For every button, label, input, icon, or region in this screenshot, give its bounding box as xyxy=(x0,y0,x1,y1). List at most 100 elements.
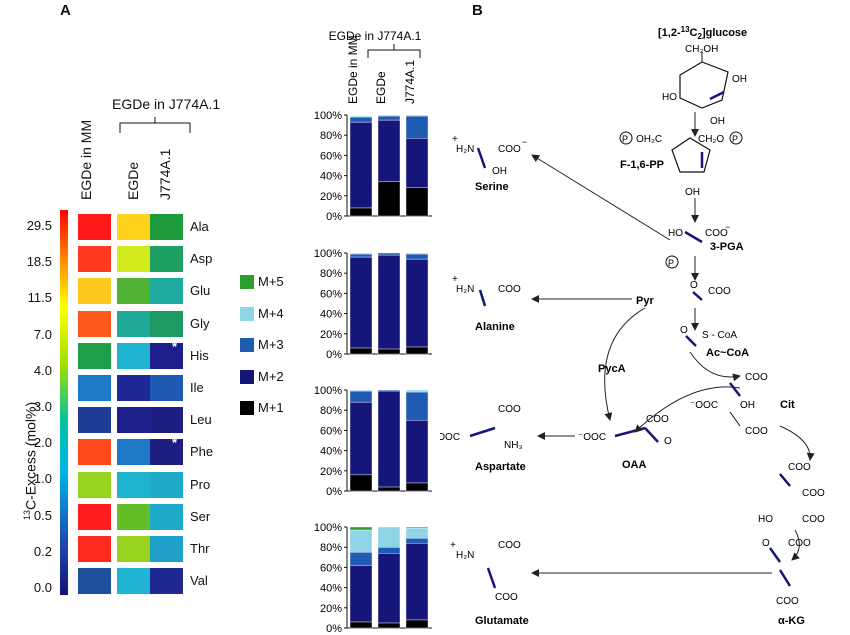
y-tick-label: 0% xyxy=(326,349,342,361)
legend-label: M+3 xyxy=(258,337,284,352)
y-tick-label: 40% xyxy=(320,446,342,458)
acetyl-structure: O S - CoA xyxy=(680,325,737,347)
svg-text:P: P xyxy=(668,258,674,268)
alanine-structure: + H₂N COO xyxy=(452,274,521,307)
aspartate-label: Aspartate xyxy=(475,461,526,473)
heatmap-cell xyxy=(150,439,183,466)
glucose-label: [1,2-13C2]glucose xyxy=(658,25,747,41)
heatmap-cell xyxy=(117,407,150,434)
bar-segment xyxy=(349,253,373,258)
color-scale-tick: 4.0 xyxy=(33,362,52,378)
bar-segment xyxy=(377,553,401,624)
y-tick-label: 20% xyxy=(320,466,342,478)
svg-text:⁻OOC: ⁻OOC xyxy=(690,400,718,411)
amino-acid-label: Ser xyxy=(190,508,211,524)
heatmap-cell xyxy=(78,246,111,273)
heatmap-cell xyxy=(78,375,111,401)
cit-structure: COO ⁻OOC OH COO xyxy=(690,372,768,437)
heatmap-cell xyxy=(117,568,150,595)
akg-label: α-KG xyxy=(778,615,805,627)
bar-segment xyxy=(405,138,429,188)
legend-label: M+4 xyxy=(258,305,284,321)
y-tick-label: 100% xyxy=(314,248,342,260)
heatmap-cell xyxy=(150,214,183,240)
svg-text:COO: COO xyxy=(788,538,811,549)
heatmap-cell xyxy=(117,342,150,369)
legend-swatch xyxy=(240,275,254,289)
amino-acid-label: Pro xyxy=(190,476,211,492)
bar-segment xyxy=(405,420,429,484)
y-tick-label: 40% xyxy=(320,309,342,321)
color-scale-tick: 0.5 xyxy=(33,507,52,523)
bar-segment xyxy=(405,527,429,539)
svg-text:COO: COO xyxy=(495,592,518,603)
y-tick-label: 60% xyxy=(320,562,342,574)
svg-text:NH₃: NH₃ xyxy=(504,440,523,451)
glucose-structure: CH₂OH OH HO OH xyxy=(662,44,747,127)
bar-chart-serine: 100%80%60%40%20%0% xyxy=(314,110,432,223)
heatmap-header-mm: EGDe in MM xyxy=(78,119,94,200)
heatmap-cell xyxy=(150,310,183,337)
y-tick-label: 100% xyxy=(314,385,342,397)
y-tick-label: 100% xyxy=(314,110,342,122)
amino-acid-label: Glu xyxy=(190,283,211,299)
bar-segment xyxy=(349,621,373,629)
bar-segment xyxy=(377,119,401,182)
heatmap-cell xyxy=(117,536,150,562)
panel-label-b: B xyxy=(472,2,483,19)
svg-text:CH₂O: CH₂O xyxy=(698,134,724,145)
svg-text:O: O xyxy=(664,436,672,447)
legend-swatch xyxy=(240,369,254,384)
heatmap-cell xyxy=(117,439,150,466)
amino-acid-label: Ile xyxy=(190,380,204,395)
color-scale-tick: 11.5 xyxy=(27,290,52,306)
heatmap-cell xyxy=(117,471,150,498)
amino-acid-label: Thr xyxy=(190,541,210,556)
isocit-structure: COO COO HO COO xyxy=(758,462,825,525)
bar-segment xyxy=(377,622,401,629)
bar-chart-alanine: 100%80%60%40%20%0% xyxy=(314,248,432,361)
bar-segment xyxy=(405,115,429,139)
color-scale-title: 13C-Excess (mol%) xyxy=(22,401,39,520)
heatmap-cell xyxy=(150,471,183,498)
serine-label: Serine xyxy=(475,181,509,193)
amino-acid-label: Asp xyxy=(190,251,213,267)
svg-text:P: P xyxy=(732,134,738,144)
svg-text:OH: OH xyxy=(732,74,747,85)
heatmap-cell xyxy=(117,278,150,305)
color-scale-tick: 1.0 xyxy=(33,471,52,487)
bar-segment xyxy=(349,565,373,623)
heatmap-cell xyxy=(78,503,111,530)
legend-label: M+2 xyxy=(258,368,284,384)
svg-text:−: − xyxy=(522,137,527,147)
bar-segment xyxy=(377,114,401,117)
y-tick-label: 60% xyxy=(320,288,342,300)
svg-text:O: O xyxy=(762,538,770,549)
legend-label: M+1 xyxy=(258,400,284,415)
svg-text:OH: OH xyxy=(710,116,725,127)
svg-text:OH: OH xyxy=(492,166,507,177)
acetyl-label: Ac~CoA xyxy=(706,347,749,359)
svg-text:COO: COO xyxy=(498,540,521,551)
y-tick-label: 80% xyxy=(320,130,342,142)
legend-swatch xyxy=(240,401,254,415)
bar-segment xyxy=(349,116,373,123)
svg-text:COO: COO xyxy=(646,414,669,425)
y-tick-label: 80% xyxy=(320,542,342,554)
bar-header-j774: J774A.1 xyxy=(403,60,417,104)
svg-text:HO: HO xyxy=(662,92,677,103)
color-scale-tick: 18.5 xyxy=(26,254,52,270)
bar-segment xyxy=(405,482,429,492)
bar-segment xyxy=(349,389,373,392)
bar-segment xyxy=(405,537,429,544)
bar-segment xyxy=(349,401,373,476)
y-tick-label: 0% xyxy=(326,211,342,223)
cit-label: Cit xyxy=(780,399,795,411)
amino-acid-label: Gly xyxy=(190,315,210,331)
pyr-structure: O COO xyxy=(690,280,731,301)
bar-segment xyxy=(377,486,401,492)
heatmap-cell xyxy=(78,568,111,595)
svg-text:O: O xyxy=(680,325,688,336)
svg-text:H₂N: H₂N xyxy=(456,550,474,561)
y-tick-label: 0% xyxy=(326,623,342,635)
